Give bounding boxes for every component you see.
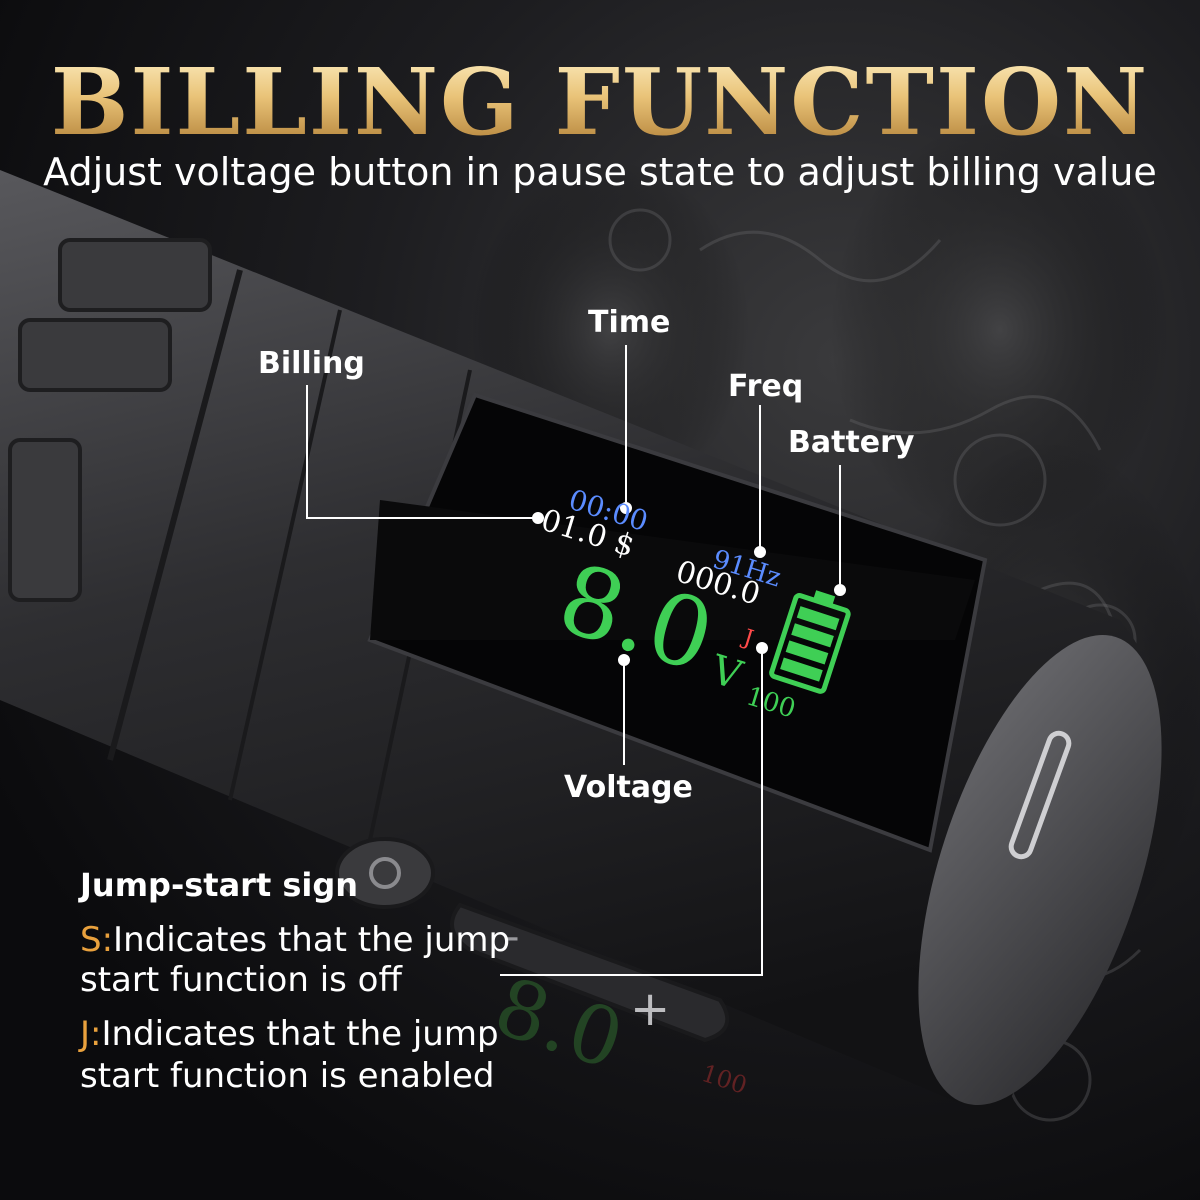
- callout-voltage: Voltage: [564, 770, 693, 805]
- callout-battery: Battery: [788, 425, 915, 460]
- j-desc-1: Indicates that the jump: [101, 1014, 499, 1054]
- callout-billing: Billing: [258, 346, 365, 381]
- jump-j-line-1: J:Indicates that the jump: [80, 1014, 499, 1054]
- plus-sign[interactable]: +: [630, 981, 670, 1037]
- j-key: J:: [80, 1014, 102, 1054]
- page-subtitle: Adjust voltage button in pause state to …: [43, 150, 1157, 194]
- page-title: BILLING FUNCTION: [0, 48, 1200, 156]
- jump-s-line-1: S:Indicates that the jump: [80, 920, 510, 960]
- callout-freq: Freq: [728, 369, 804, 404]
- s-key: S:: [80, 920, 114, 960]
- jump-start-title: Jump-start sign: [80, 866, 359, 904]
- brand-emboss: [8, 238, 212, 602]
- battery-icon: [769, 590, 851, 694]
- power-button[interactable]: [335, 837, 435, 909]
- s-desc-1: Indicates that the jump: [113, 920, 511, 960]
- usb-c-port: [1008, 730, 1072, 860]
- jump-j-line-2: start function is enabled: [80, 1056, 495, 1096]
- minus-sign[interactable]: -: [505, 914, 519, 960]
- callout-lines: [306, 345, 846, 976]
- jump-s-line-2: start function is off: [80, 960, 402, 1000]
- voltage-rocker[interactable]: [450, 902, 730, 1043]
- svg-text:100: 100: [698, 1059, 750, 1100]
- callout-time: Time: [588, 305, 671, 340]
